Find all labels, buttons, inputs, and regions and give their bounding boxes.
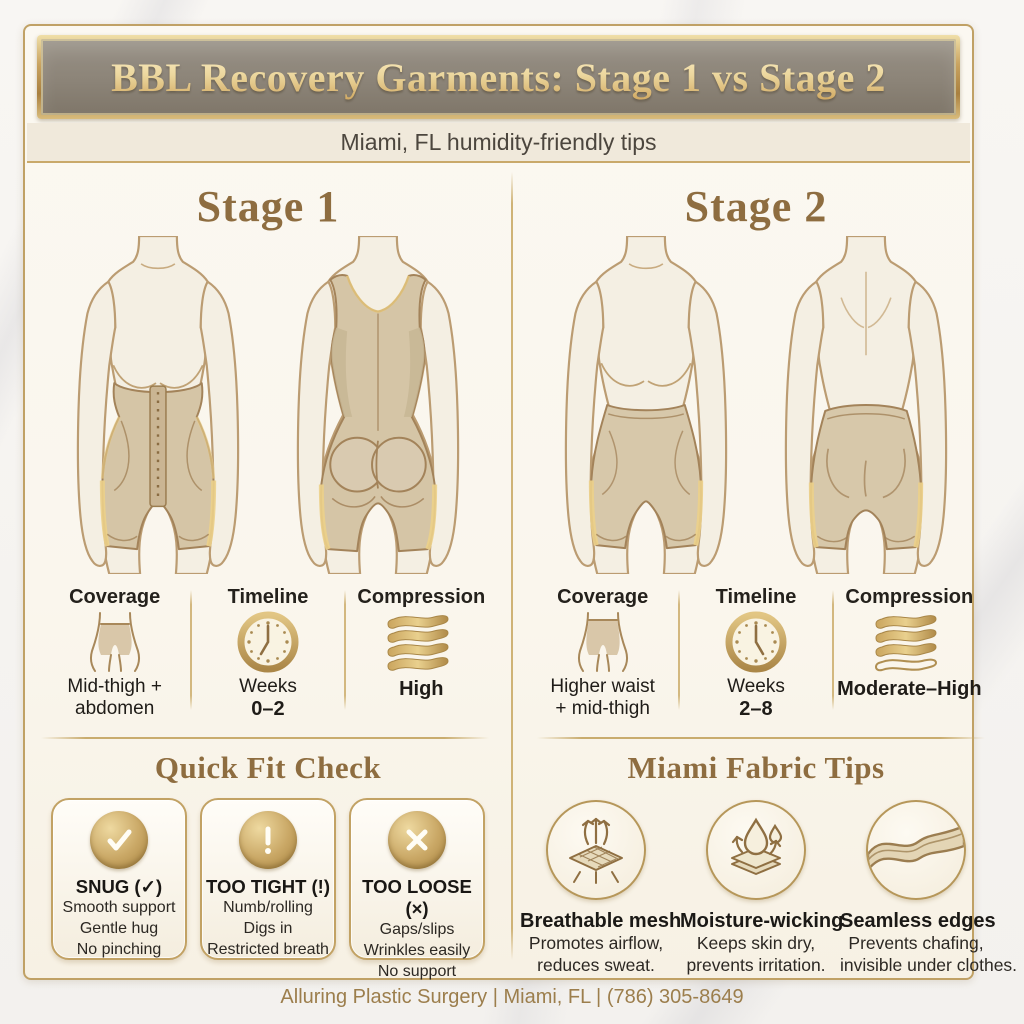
stat-value: Weeks 0–2 [239,676,297,721]
tip-description: Keeps skin dry, prevents irritation. [686,933,826,975]
seamless-edges-icon [866,800,966,900]
page-title: BBL Recovery Garments: Stage 1 vs Stage … [111,54,886,100]
title-banner: BBL Recovery Garments: Stage 1 vs Stage … [41,39,956,115]
moisture-wicking-icon [706,800,806,900]
fit-card-too-tight: TOO TIGHT (!) Numb/rolling Digs in Restr… [200,798,336,960]
title-banner-frame: BBL Recovery Garments: Stage 1 vs Stage … [37,35,960,119]
clock-icon [725,611,787,673]
clock-icon [237,611,299,673]
tip-name: Moisture-wicking [680,910,844,932]
stage1-compression-stat: Compression High [346,586,497,714]
quick-fit-check-section: Quick Fit Check SNUG (✓) Smooth support … [25,742,511,980]
stage2-timeline-stat: Timeline Weeks 2–8 [680,586,831,720]
stat-label: Compression [357,586,486,608]
tip-name: Breathable mesh [520,910,682,932]
fit-card-lines: Gaps/slips Wrinkles easily No support [363,921,471,980]
stage2-heading: Stage 2 [684,182,828,231]
alert-badge-icon [239,811,297,869]
subtitle-text: Miami, FL humidity-friendly tips [340,128,657,155]
tip-description: Promotes airflow, reduces sweat. [528,933,664,975]
fit-card-snug: SNUG (✓) Smooth support Gentle hug No pi… [51,798,187,960]
stat-separator [343,590,346,710]
fit-check-heading: Quick Fit Check [154,750,382,785]
footer-contact: Alluring Plastic Surgery | Miami, FL | (… [280,986,744,1008]
compression-bands-icon [382,611,460,675]
stat-separator [190,590,193,710]
stat-label: Timeline [715,586,797,608]
left-section-rule [41,737,489,739]
stage1-front-garment-figure [76,236,240,574]
stage1-column: Stage 1 [25,165,511,720]
center-divider [511,172,513,960]
stat-label: Timeline [227,586,309,608]
torso-coverage-icon [575,611,631,673]
breathable-mesh-icon [546,800,646,900]
miami-fabric-tips-section: Miami Fabric Tips Breathable mesh Promot… [513,742,1018,977]
check-badge-icon [90,811,148,869]
fit-card-title: TOO TIGHT (!) [206,876,330,897]
stage2-back-garment-figure [784,236,948,574]
stage1-back-garment-figure [296,236,460,574]
fit-card-lines: Smooth support Gentle hug No pinching [62,899,176,958]
cross-badge-icon [388,811,446,869]
torso-coverage-icon [87,611,143,673]
stat-value: Mid-thigh + abdomen [67,676,162,720]
fit-card-title: SNUG (✓) [75,876,163,897]
stage2-column: Stage 2 [513,165,999,720]
tip-name: Seamless edges [840,910,996,932]
tip-description: Prevents chafing, invisible under clothe… [840,933,1018,975]
tip-breathable-mesh: Breathable mesh Promotes airflow, reduce… [520,800,682,977]
stage1-coverage-stat: Coverage Mid-thigh + abdomen [39,586,190,719]
subtitle-strip: Miami, FL humidity-friendly tips [27,123,970,163]
stat-value: Moderate–High [837,678,982,700]
stage2-stats: Coverage Higher waist + mid-thigh Timeli… [513,586,999,720]
fit-card-title: TOO LOOSE (×) [362,876,472,919]
stage2-figures [513,236,999,574]
tip-moisture-wicking: Moisture-wicking Keeps skin dry, prevent… [680,800,844,977]
fit-card-too-loose: TOO LOOSE (×) Gaps/slips Wrinkles easily… [349,798,485,980]
stat-label: Coverage [69,586,161,608]
compression-bands-icon [870,611,948,675]
fabric-tips-heading: Miami Fabric Tips [627,750,885,785]
stat-value: Higher waist + mid-thigh [550,676,655,720]
stat-separator [831,590,834,710]
stage1-heading: Stage 1 [196,182,340,231]
right-section-rule [537,737,985,739]
stat-value: Weeks 2–8 [727,676,785,721]
stat-label: Compression [845,586,974,608]
stage1-figures [25,236,511,574]
stage1-timeline-stat: Timeline Weeks 0–2 [192,586,343,720]
tip-seamless-edges: Seamless edges Prevents chafing, invisib… [840,800,1018,977]
stage2-compression-stat: Compression Moderate–High [834,586,985,714]
stat-value: High [399,678,444,700]
fit-card-lines: Numb/rolling Digs in Restricted breath [207,899,329,958]
stage1-stats: Coverage Mid-thigh + abdomen Timeline [25,586,511,720]
stage2-coverage-stat: Coverage Higher waist + mid-thigh [527,586,678,719]
infographic-card: BBL Recovery Garments: Stage 1 vs Stage … [23,24,1017,980]
stat-separator [678,590,681,710]
stat-label: Coverage [557,586,649,608]
stage2-front-garment-figure [564,236,728,574]
